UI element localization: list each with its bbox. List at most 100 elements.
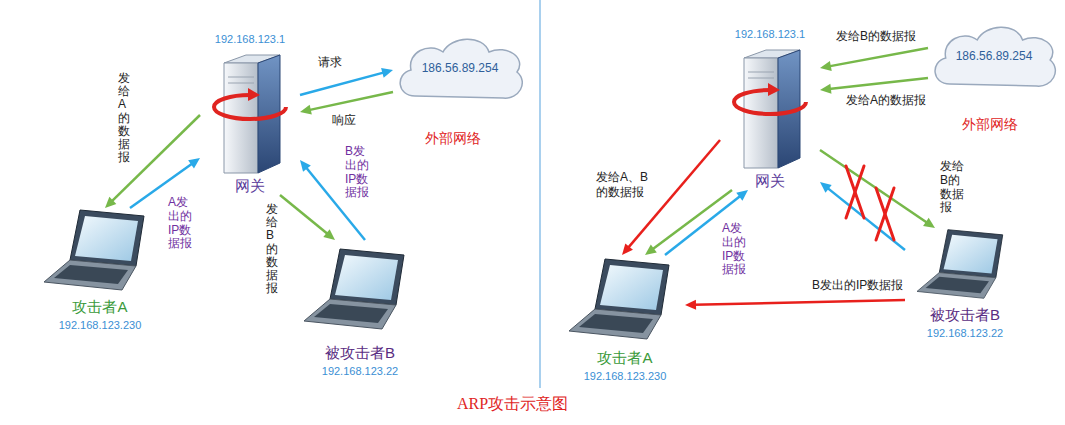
laptop-keyboard: [926, 277, 989, 293]
connector-line: [827, 188, 905, 250]
arrowhead: [820, 61, 832, 71]
ip-address: 186.56.89.254: [422, 61, 499, 75]
refresh-arrowhead: [248, 88, 260, 101]
connector-line: [829, 48, 928, 66]
gateway-name: 网关: [755, 172, 785, 190]
internet-cloud: 186.56.89.254: [928, 20, 1060, 92]
edge-label: A发出的IP数据报: [168, 196, 194, 251]
edge-label: B发出的IP数据报: [812, 279, 903, 293]
gateway-server: 192.168.123.1 网关: [720, 28, 820, 190]
laptop-screen: [600, 265, 663, 310]
server-icon: [720, 28, 820, 190]
gateway-server: 192.168.123.1网关: [200, 33, 300, 195]
arrowhead: [188, 158, 200, 168]
laptop-screen: [75, 216, 138, 261]
edge-label: 发给A的数据报: [118, 72, 130, 164]
laptop-bezel: [595, 259, 669, 315]
region-label: 外部网络: [962, 116, 1018, 133]
connector-line: [652, 190, 732, 250]
laptop-icon: [565, 255, 685, 343]
connector-line: [820, 150, 928, 223]
internet-cloud: 186.56.89.254: [393, 32, 527, 104]
laptop-bezel: [330, 249, 404, 305]
edge-label: A发出的IP数据报: [722, 222, 748, 277]
server-slot: [748, 78, 774, 79]
cloud-outline: [400, 39, 522, 98]
laptop-base: [44, 260, 136, 290]
arrowhead: [323, 229, 335, 240]
arrowhead: [685, 300, 696, 310]
arrowhead: [381, 68, 393, 78]
laptop-base: [304, 299, 396, 329]
connector-line: [694, 300, 905, 305]
host-name: 攻击者A: [597, 349, 652, 367]
ip-address: 192.168.123.22: [927, 327, 1003, 340]
arrowhead: [645, 244, 657, 255]
laptop-keyboard: [54, 265, 128, 284]
arrowhead: [105, 197, 116, 208]
arrowhead: [736, 190, 748, 201]
laptop-icon: [300, 240, 420, 338]
connector: [300, 68, 393, 95]
connector: [300, 92, 393, 115]
arrowhead: [820, 182, 832, 193]
laptop-icon: [905, 228, 1025, 300]
connector: [820, 78, 928, 94]
cross-stroke: [876, 188, 894, 240]
laptop-bezel: [70, 210, 144, 266]
region-label: 外部网络: [425, 130, 481, 147]
laptop-base: [917, 273, 996, 299]
connector: [685, 300, 905, 310]
connector: [645, 190, 732, 255]
host-name: 被攻击者B: [325, 344, 395, 362]
arrowhead: [300, 105, 312, 115]
ip-address: 192.168.123.22: [322, 365, 398, 378]
connector-line: [829, 78, 928, 89]
connector-line: [300, 72, 384, 95]
ip-address: 192.168.123.230: [59, 319, 142, 332]
arrowhead: [923, 218, 935, 228]
laptop-host: 被攻击者B 192.168.123.22: [300, 240, 420, 378]
connector: [280, 195, 335, 240]
laptop-icon: [40, 208, 160, 292]
laptop-bezel: [939, 230, 1002, 278]
laptop-screen: [944, 235, 998, 274]
edge-label: 发给B的数据报: [836, 30, 916, 44]
edge-label: 发给A的数据报: [846, 94, 926, 108]
block-cross: [876, 188, 894, 240]
laptop-base: [569, 309, 661, 339]
arrowhead: [820, 84, 831, 94]
laptop-keyboard: [314, 304, 388, 323]
edge-label: 请求: [318, 56, 342, 70]
ip-address: 192.168.123.1: [735, 28, 805, 41]
arrowhead: [300, 160, 311, 172]
laptop-keyboard: [579, 314, 653, 333]
connector: [130, 158, 200, 208]
connector-line: [280, 195, 328, 234]
cross-stroke: [846, 166, 864, 218]
server-slot: [748, 72, 774, 73]
laptop-host: 攻击者A 192.168.123.230: [565, 255, 685, 383]
connector: [820, 48, 928, 71]
panel-divider: [539, 0, 541, 388]
edge-label: 发给B的数据报: [266, 203, 278, 295]
cloud-outline: [935, 27, 1055, 86]
laptop-screen: [335, 255, 398, 300]
server-slot: [228, 83, 254, 84]
cross-stroke: [876, 188, 894, 240]
connector-line: [309, 92, 393, 110]
gateway-name: 网关: [235, 177, 265, 195]
ip-address: 192.168.123.230: [584, 370, 667, 383]
edge-label: 响应: [332, 114, 356, 128]
block-cross: [846, 166, 864, 218]
edge-label: 发给A、B的数据报: [596, 170, 654, 200]
edge-label: B发出的IP数据报: [345, 145, 371, 200]
host-name: 被攻击者B: [930, 306, 1000, 324]
edge-label: 发给B的数据报: [940, 160, 966, 215]
laptop-host: 攻击者A 192.168.123.230: [40, 208, 160, 332]
cross-stroke: [846, 166, 864, 218]
host-name: 攻击者A: [72, 298, 127, 316]
